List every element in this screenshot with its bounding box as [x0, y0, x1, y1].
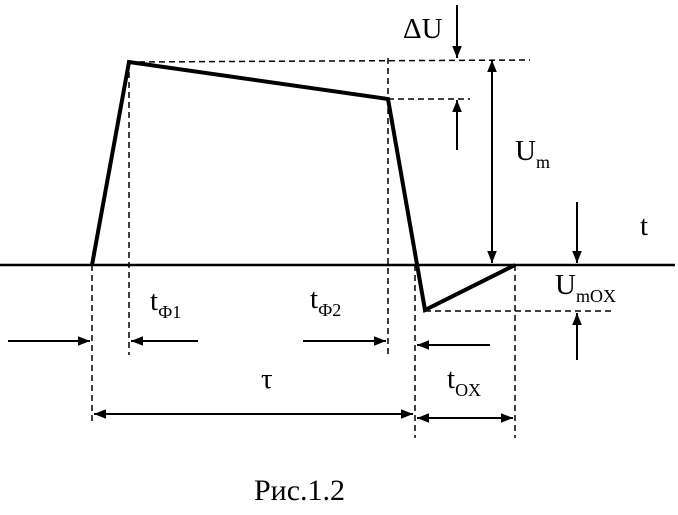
tf1-label: tФ1	[150, 285, 181, 322]
dimension-arrows	[8, 5, 582, 423]
umox-label: UmOX	[555, 269, 616, 306]
um-label: Um	[515, 135, 550, 172]
figure-caption: Рис.1.2	[254, 474, 345, 507]
t-axis-label: t	[640, 210, 648, 242]
delta-u-label: ΔU	[403, 13, 443, 45]
tf2-label: tФ2	[310, 283, 341, 320]
tau-label: τ	[261, 363, 273, 395]
dashed-guides	[91, 58, 615, 438]
tox-label: tOX	[447, 363, 481, 400]
